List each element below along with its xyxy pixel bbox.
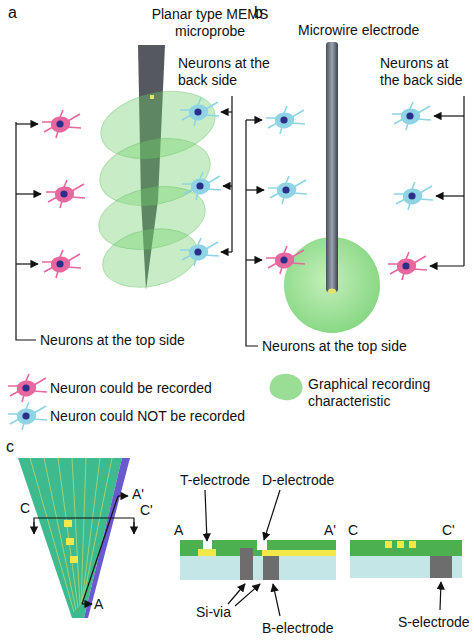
part-label: Si-via — [196, 604, 231, 621]
section-mark: A' — [132, 486, 144, 503]
group-label: Neurons at the back side — [380, 55, 470, 89]
legend-text: Neuron could be recorded — [50, 380, 212, 397]
section-mark: A — [174, 522, 183, 539]
part-label: D-electrode — [262, 472, 334, 489]
panel-letter: c — [6, 438, 14, 455]
microwire — [326, 42, 338, 292]
section-mark: A' — [324, 522, 336, 539]
section-mark: C — [20, 500, 30, 517]
panel-letter: b — [254, 4, 263, 21]
si-via — [240, 548, 253, 580]
b-electrode — [263, 556, 279, 580]
group-label: Neurons at the top side — [262, 338, 407, 355]
section-mark: A — [94, 596, 103, 613]
group-label: Neurons at the top side — [40, 332, 185, 349]
group-label: Neurons at the back side — [178, 55, 278, 89]
panel-letter: a — [8, 4, 17, 21]
part-label: T-electrode — [180, 472, 250, 489]
panel-title: Microwire electrode — [298, 22, 419, 39]
part-label: B-electrode — [262, 620, 334, 637]
substrate — [180, 556, 336, 580]
legend-icon — [8, 402, 47, 430]
legend-icon — [270, 374, 303, 401]
section-mark: C' — [442, 522, 455, 539]
section-mark: C — [348, 522, 358, 539]
legend-text: Graphical recording characteristic — [308, 376, 458, 410]
s-electrode — [430, 556, 452, 578]
part-label: S-electrode — [398, 614, 470, 631]
legend-icon — [8, 374, 47, 402]
section-mark: C' — [140, 502, 153, 519]
legend-text: Neuron could NOT be recorded — [50, 408, 245, 425]
